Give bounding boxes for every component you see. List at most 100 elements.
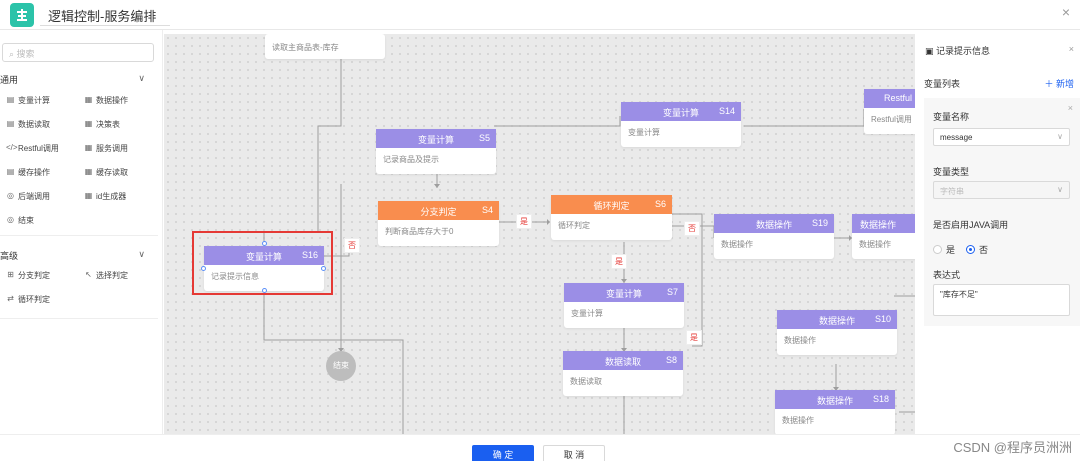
- var-type-label: 变量类型: [933, 167, 970, 177]
- palette-item[interactable]: </>Restful调用: [2, 140, 74, 157]
- palette-item-icon: ▤: [6, 119, 15, 128]
- palette-item[interactable]: ▦决策表: [80, 116, 152, 133]
- java-label: 是否启用JAVA调用: [933, 220, 1009, 230]
- close-icon[interactable]: ×: [1068, 44, 1074, 54]
- page-title: 逻辑控制-服务编排: [48, 9, 157, 24]
- node-read-stock[interactable]: 读取主商品表-库存: [265, 34, 385, 59]
- cancel-button[interactable]: 取 消: [543, 445, 605, 461]
- palette-item[interactable]: ▦id生成器: [80, 188, 152, 205]
- palette-item[interactable]: ▦数据操作: [80, 92, 152, 109]
- palette-item-label: 服务调用: [96, 144, 128, 153]
- palette-item-icon: ⇄: [7, 294, 14, 303]
- resize-handle[interactable]: [262, 288, 267, 293]
- selection-highlight: [192, 231, 333, 295]
- palette-item[interactable]: ▦缓存读取: [80, 164, 152, 181]
- palette-item-icon: ▤: [6, 95, 15, 104]
- palette-item[interactable]: ▤数据读取: [2, 116, 74, 133]
- close-icon[interactable]: ×: [1067, 103, 1073, 113]
- palette-item[interactable]: ▦服务调用: [80, 140, 152, 157]
- palette-item[interactable]: ⇄ 循环判定: [2, 291, 74, 308]
- palette-item[interactable]: ⊞ 分支判定: [2, 267, 74, 284]
- palette-item-label: 缓存读取: [96, 168, 128, 177]
- palette-item-icon: ▦: [84, 95, 93, 104]
- palette-item[interactable]: ◎ 结束: [2, 212, 74, 229]
- palette-item-icon: ◎: [7, 215, 14, 224]
- resize-handle[interactable]: [321, 266, 326, 271]
- chevron-down-icon: ∨: [138, 73, 145, 83]
- confirm-button[interactable]: 确 定: [472, 445, 534, 461]
- palette-item-label: 决策表: [96, 120, 120, 129]
- app-logo-icon: [10, 3, 34, 27]
- var-name-select[interactable]: message∨: [933, 128, 1070, 146]
- palette-item-icon: ▦: [84, 143, 93, 152]
- node-data-op[interactable]: 数据操作 数据操作: [852, 214, 915, 259]
- search-input[interactable]: ⌕ 搜索: [2, 43, 154, 62]
- resize-handle[interactable]: [262, 241, 267, 246]
- palette-item-icon: ⊞: [7, 270, 14, 279]
- palette-item-label: 循环判定: [18, 295, 50, 304]
- radio-yes[interactable]: 是: [933, 243, 955, 256]
- palette-item-label: 数据操作: [96, 96, 128, 105]
- radio-selected-icon: [966, 245, 975, 254]
- title-underline: [40, 25, 170, 26]
- var-type-select[interactable]: 字符串∨: [933, 181, 1070, 199]
- palette-item[interactable]: ▤缓存操作: [2, 164, 74, 181]
- component-palette: ⌕ 搜索 通用∨ ▤变量计算▦数据操作▤数据读取▦决策表</>Restful调用…: [0, 30, 163, 434]
- chevron-down-icon: ∨: [138, 249, 145, 259]
- variable-list-label: 变量列表: [924, 79, 961, 89]
- section-common[interactable]: 通用∨: [0, 73, 145, 85]
- radio-no[interactable]: 否: [966, 243, 988, 256]
- search-icon: ⌕: [9, 49, 17, 59]
- branch-tag-yes: 是: [686, 330, 702, 345]
- branch-tag-no: 否: [684, 221, 700, 236]
- expr-label: 表达式: [933, 270, 961, 280]
- close-icon[interactable]: ×: [1061, 4, 1070, 20]
- property-panel: ▣ 记录提示信息 × 变量列表 ＋ 新增 × 变量名称 message∨ 变量类…: [915, 30, 1080, 434]
- section-advanced[interactable]: 高级∨: [0, 249, 145, 261]
- watermark: CSDN @程序员洲洲: [953, 440, 1072, 455]
- add-variable-button[interactable]: ＋ 新增: [1044, 79, 1074, 89]
- resize-handle[interactable]: [201, 266, 206, 271]
- palette-item[interactable]: ↖ 选择判定: [80, 267, 152, 284]
- palette-item-label: 后端调用: [18, 192, 50, 201]
- palette-item[interactable]: ◎后端调用: [2, 188, 74, 205]
- branch-tag-no: 否: [344, 238, 360, 253]
- plus-icon: ＋: [1044, 79, 1056, 89]
- palette-item-icon: ▦: [84, 167, 93, 176]
- palette-item-label: 缓存操作: [18, 168, 50, 177]
- palette-item-label: 分支判定: [18, 271, 50, 280]
- divider: [0, 235, 158, 236]
- chevron-down-icon: ∨: [1057, 185, 1063, 194]
- radio-icon: [933, 245, 942, 254]
- node-restful[interactable]: Restful Restful调用: [864, 89, 915, 134]
- divider: [0, 318, 158, 319]
- expr-textarea[interactable]: "库存不足": [933, 284, 1070, 316]
- panel-icon: ▣: [925, 46, 937, 56]
- palette-item-label: 结束: [18, 216, 34, 225]
- palette-item-icon: ↖: [85, 270, 92, 279]
- panel-title: ▣ 记录提示信息: [925, 46, 991, 56]
- palette-item-label: Restful调用: [18, 144, 59, 153]
- palette-item-label: 选择判定: [96, 271, 128, 280]
- flow-connections: [263, 59, 915, 434]
- variable-card: × 变量名称 message∨ 变量类型 字符串∨ 是否启用JAVA调用 是 否…: [924, 98, 1080, 326]
- palette-item-icon: ▦: [84, 119, 93, 128]
- branch-tag-yes: 是: [516, 214, 532, 229]
- palette-item-icon: ▤: [6, 167, 15, 176]
- palette-item-label: 数据读取: [18, 120, 50, 129]
- palette-item[interactable]: ▤变量计算: [2, 92, 74, 109]
- node-end[interactable]: 结束: [326, 351, 356, 381]
- branch-tag-yes: 是: [611, 254, 627, 269]
- var-name-label: 变量名称: [933, 112, 970, 122]
